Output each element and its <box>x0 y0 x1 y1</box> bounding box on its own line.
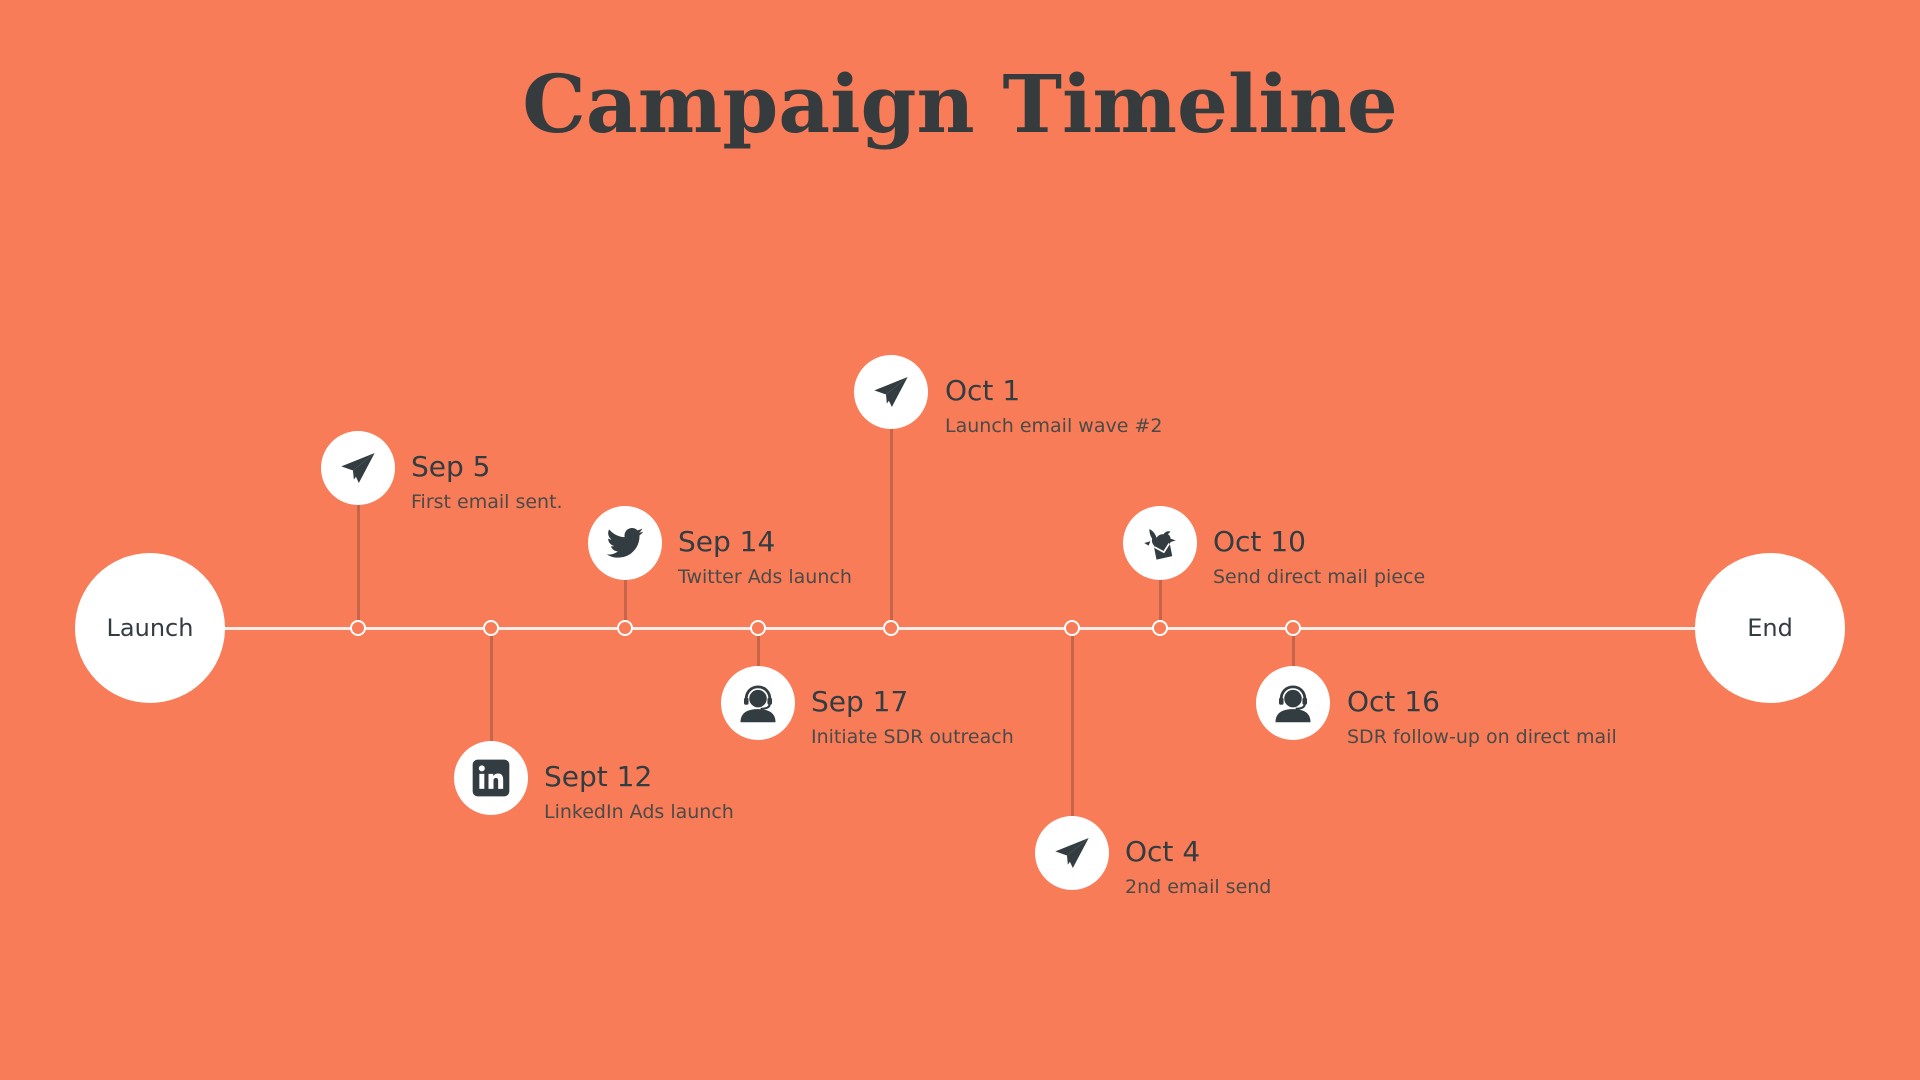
event-description: Initiate SDR outreach <box>811 726 1014 748</box>
event-date: Oct 1 <box>945 374 1021 407</box>
event-date: Oct 4 <box>1125 835 1201 868</box>
event-stem <box>890 394 893 628</box>
timeline-marker <box>350 620 366 636</box>
event-label: Oct 4 2nd email send <box>1125 835 1271 899</box>
event-stem <box>757 628 760 703</box>
event-description: SDR follow-up on direct mail <box>1347 726 1617 748</box>
launch-node: Launch <box>75 553 225 703</box>
linkedin-icon <box>454 741 528 815</box>
timeline-marker <box>750 620 766 636</box>
event-description: First email sent. <box>411 491 563 513</box>
timeline-axis <box>150 627 1770 630</box>
event-label: Oct 1 Launch email wave #2 <box>945 374 1162 438</box>
timeline-marker <box>883 620 899 636</box>
timeline-marker <box>1152 620 1168 636</box>
headset-person-icon <box>1256 666 1330 740</box>
event-stem <box>490 628 493 778</box>
timeline-marker <box>1285 620 1301 636</box>
event-date: Sep 5 <box>411 450 491 483</box>
event-description: Twitter Ads launch <box>678 566 852 588</box>
timeline-marker <box>483 620 499 636</box>
event-stem <box>1292 628 1295 703</box>
end-node: End <box>1695 553 1845 703</box>
event-date: Sep 17 <box>811 685 909 718</box>
event-label: Oct 10 Send direct mail piece <box>1213 525 1425 589</box>
paper-plane-icon <box>321 431 395 505</box>
event-label: Sep 17 Initiate SDR outreach <box>811 685 1014 749</box>
timeline-marker <box>1064 620 1080 636</box>
event-label: Sep 14 Twitter Ads launch <box>678 525 852 589</box>
event-description: Launch email wave #2 <box>945 415 1163 437</box>
bird-letter-icon <box>1123 506 1197 580</box>
event-description: LinkedIn Ads launch <box>544 801 734 823</box>
event-date: Oct 10 <box>1213 525 1306 558</box>
paper-plane-icon <box>1035 816 1109 890</box>
event-stem <box>357 470 360 628</box>
timeline-marker <box>617 620 633 636</box>
headset-person-icon <box>721 666 795 740</box>
event-stem <box>1159 545 1162 628</box>
event-description: 2nd email send <box>1125 876 1272 898</box>
event-description: Send direct mail piece <box>1213 566 1426 588</box>
event-stem <box>1071 628 1074 853</box>
page-title: Campaign Timeline <box>522 57 1398 151</box>
event-label: Sep 5 First email sent. <box>411 450 563 514</box>
event-label: Oct 16 SDR follow-up on direct mail <box>1347 685 1617 749</box>
event-date: Sep 14 <box>678 525 776 558</box>
event-stem <box>624 545 627 628</box>
paper-plane-icon <box>854 355 928 429</box>
twitter-bird-icon <box>588 506 662 580</box>
event-date: Oct 16 <box>1347 685 1440 718</box>
event-label: Sept 12 LinkedIn Ads launch <box>544 760 734 824</box>
event-date: Sept 12 <box>544 760 653 793</box>
